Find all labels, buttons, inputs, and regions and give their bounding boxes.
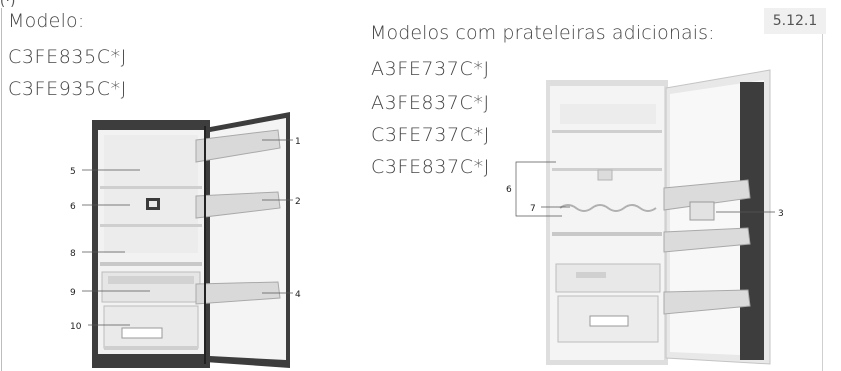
model-code: C3FE935C*J xyxy=(8,78,127,100)
left-panel-border xyxy=(1,8,362,371)
callout-label: 7 xyxy=(530,204,536,214)
callout-label: 1 xyxy=(295,137,301,147)
model-code: C3FE835C*J xyxy=(8,46,127,68)
right-fridge-illustration xyxy=(546,69,771,365)
left-fridge-illustration xyxy=(92,112,290,368)
callout-label: 10 xyxy=(70,322,82,332)
callout-label: 9 xyxy=(70,288,76,298)
model-code: A3FE737C*J xyxy=(371,58,490,80)
header-fragment: (·) xyxy=(0,0,16,9)
model-label: Modelo: xyxy=(8,10,85,32)
additional-shelves-label: Modelos com prateleiras adicionais: xyxy=(370,22,715,44)
callout-label: 8 xyxy=(70,249,76,259)
callout-label: 4 xyxy=(295,290,301,300)
callout-label: 2 xyxy=(295,197,301,207)
callout-label: 3 xyxy=(778,209,784,219)
section-number-badge: 5.12.1 xyxy=(764,8,826,34)
right-panel-border xyxy=(822,12,823,371)
left-callout-lines xyxy=(82,139,293,326)
callout-label: 6 xyxy=(506,185,512,195)
model-code: C3FE837C*J xyxy=(371,156,490,178)
right-callout-lines xyxy=(515,161,775,217)
model-code: C3FE737C*J xyxy=(371,124,490,146)
model-code: A3FE837C*J xyxy=(371,92,490,114)
callout-label: 5 xyxy=(70,167,76,177)
callout-label: 6 xyxy=(70,202,76,212)
